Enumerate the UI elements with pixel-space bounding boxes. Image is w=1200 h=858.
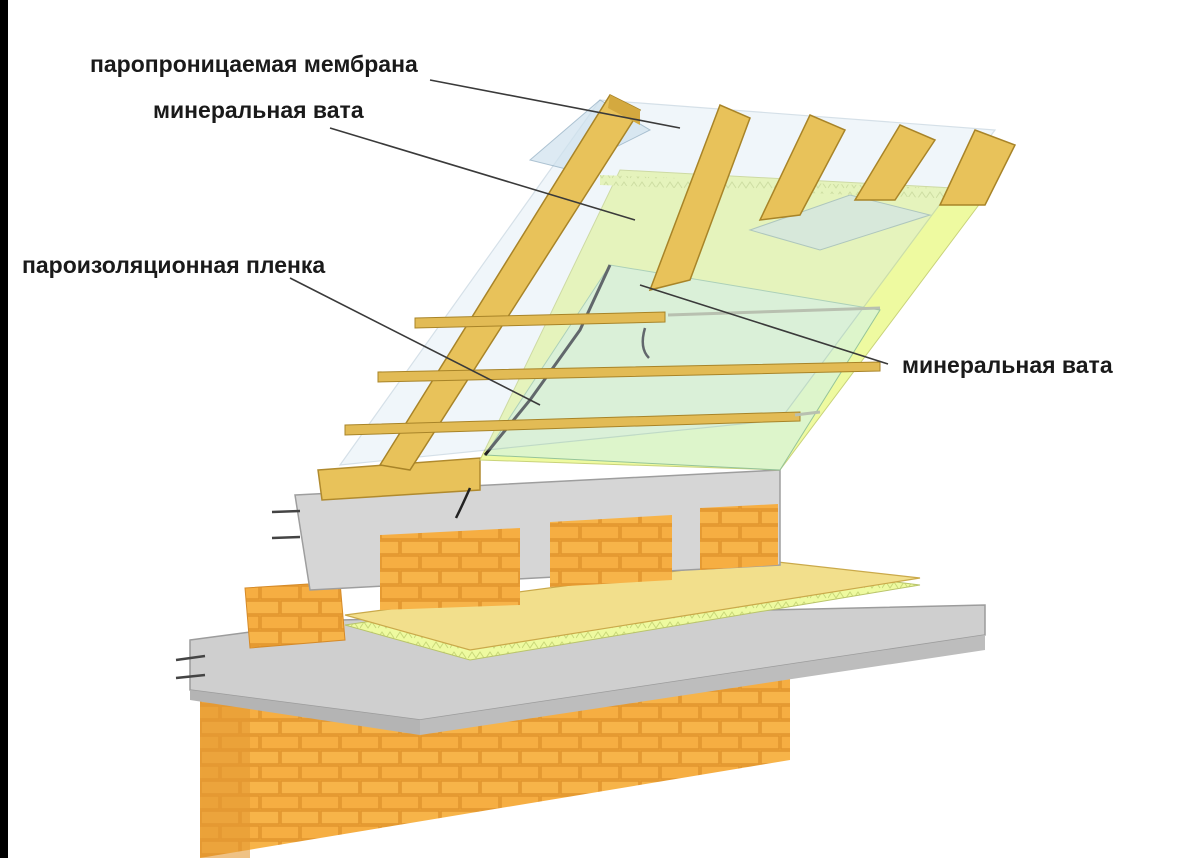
side-brick-block <box>244 581 346 649</box>
leader-vapor-barrier <box>289 277 541 406</box>
leader-mineral-wool-right <box>639 284 889 365</box>
ring-beam <box>294 469 781 610</box>
label-mineral-wool-top: минеральная вата <box>153 97 364 123</box>
label-vapor-membrane: паропроницаемая мембрана <box>90 51 418 77</box>
rebar-stubs <box>175 509 301 680</box>
leader-lines <box>289 79 889 406</box>
floor-insulation <box>344 559 921 661</box>
label-mineral-wool-right: минеральная вата <box>902 352 1113 378</box>
wall-plate <box>317 457 481 501</box>
leader-mineral-wool-top <box>329 127 636 221</box>
leader-vapor-membrane <box>429 79 681 129</box>
battens <box>344 306 881 436</box>
left-edge-bar <box>0 0 8 858</box>
label-vapor-barrier: пароизоляционная пленка <box>22 252 325 278</box>
